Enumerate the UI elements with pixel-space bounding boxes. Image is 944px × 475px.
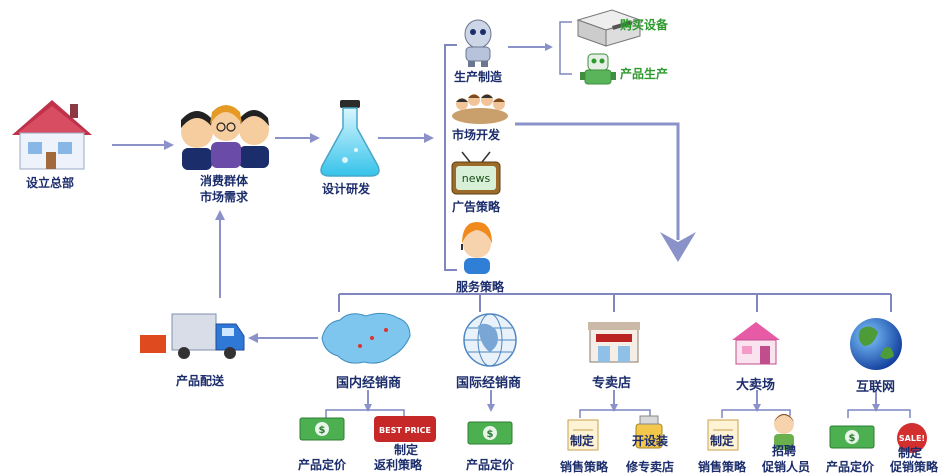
sale-badge-icon	[897, 423, 927, 453]
leaf-mall-sales-2: 销售策略	[698, 460, 747, 474]
clipboard-icon	[567, 419, 599, 451]
node-market-dev-label: 市场开发	[452, 128, 501, 142]
mall-leaf-bracket	[721, 409, 791, 418]
node-product-production-label: 产品生产	[620, 67, 669, 81]
node-delivery-label: 产品配送	[176, 374, 225, 388]
node-rnd-label: 设计研发	[322, 182, 371, 196]
arrow-market-to-channels	[515, 122, 680, 240]
consumer-group-icon	[181, 105, 269, 170]
best-price-tag-icon	[374, 416, 436, 442]
leaf-international-pricing: 产品定价	[466, 458, 515, 472]
store-leaf-bracket	[579, 409, 651, 418]
leaf-domestic-rebate-2: 返利策略	[374, 458, 423, 472]
leaf-internet-promo-1: 制定	[898, 446, 923, 460]
node-internet-label: 互联网	[856, 380, 896, 395]
best-price-text: BEST PRICE	[379, 426, 431, 435]
equipment-bracket	[559, 21, 572, 75]
world-globe-icon	[463, 313, 517, 367]
leaf-store-open-1: 开设装	[632, 434, 669, 448]
domestic-leaf-bracket	[325, 409, 405, 418]
mall-store-icon	[732, 322, 780, 365]
delivery-truck-icon	[140, 313, 245, 359]
internet-leaf-bracket	[847, 409, 911, 418]
dollar-bill-icon: $	[299, 417, 345, 441]
leaf-mall-sales-1: 制定	[710, 434, 735, 448]
dollar-bill-icon-2: $	[467, 421, 513, 445]
svg-text:$: $	[319, 425, 326, 436]
node-service-strategy-label: 服务策略	[456, 280, 505, 294]
node-domestic-label: 国内经销商	[336, 376, 402, 391]
china-map-icon	[321, 312, 411, 364]
production-robot-icon	[580, 53, 616, 85]
node-hq-label: 设立总部	[26, 176, 75, 190]
leaf-mall-staff-2: 促销人员	[762, 460, 811, 474]
earth-globe-icon	[850, 318, 902, 370]
sale-badge-text: SALE!	[899, 434, 925, 443]
svg-text:$: $	[849, 433, 856, 444]
node-international-label: 国际经销商	[456, 376, 522, 391]
node-production-label: 生产制造	[454, 70, 503, 84]
node-mall-label: 大卖场	[736, 378, 776, 393]
salesperson-icon	[774, 414, 794, 450]
branch-bracket	[444, 44, 457, 271]
house-icon	[12, 100, 92, 170]
news-tv-icon	[451, 151, 501, 195]
flask-icon	[320, 100, 380, 177]
equipment-machine-icon	[576, 9, 642, 47]
svg-text:$: $	[487, 429, 494, 440]
leaf-internet-promo-2: 促销策略	[890, 460, 939, 474]
specialty-store-icon	[588, 322, 640, 363]
leaf-domestic-rebate-1: 制定	[393, 443, 418, 457]
leaf-internet-pricing: 产品定价	[826, 460, 875, 474]
clipboard-icon-2	[707, 419, 739, 451]
robot-icon	[464, 19, 492, 67]
node-buy-equipment-label: 购买设备	[620, 18, 669, 32]
node-specialty-store-label: 专卖店	[592, 376, 632, 391]
leaf-store-open-2: 修专卖店	[626, 460, 675, 474]
leaf-store-sales-2: 销售策略	[560, 460, 609, 474]
leaf-domestic-pricing: 产品定价	[298, 458, 347, 472]
news-tv-text: news	[462, 172, 491, 185]
big-arrowhead	[660, 232, 696, 262]
node-consumer-label-2: 市场需求	[199, 190, 248, 204]
dollar-bill-icon-3: $	[829, 425, 875, 449]
meeting-icon	[452, 94, 508, 124]
service-agent-icon	[461, 222, 492, 274]
node-ad-strategy-label: 广告策略	[452, 200, 501, 214]
leaf-store-sales-1: 制定	[570, 434, 595, 448]
node-consumer-label-1: 消费群体	[199, 174, 248, 188]
leaf-mall-staff-1: 招聘	[772, 444, 797, 458]
paint-bucket-icon	[635, 415, 663, 449]
